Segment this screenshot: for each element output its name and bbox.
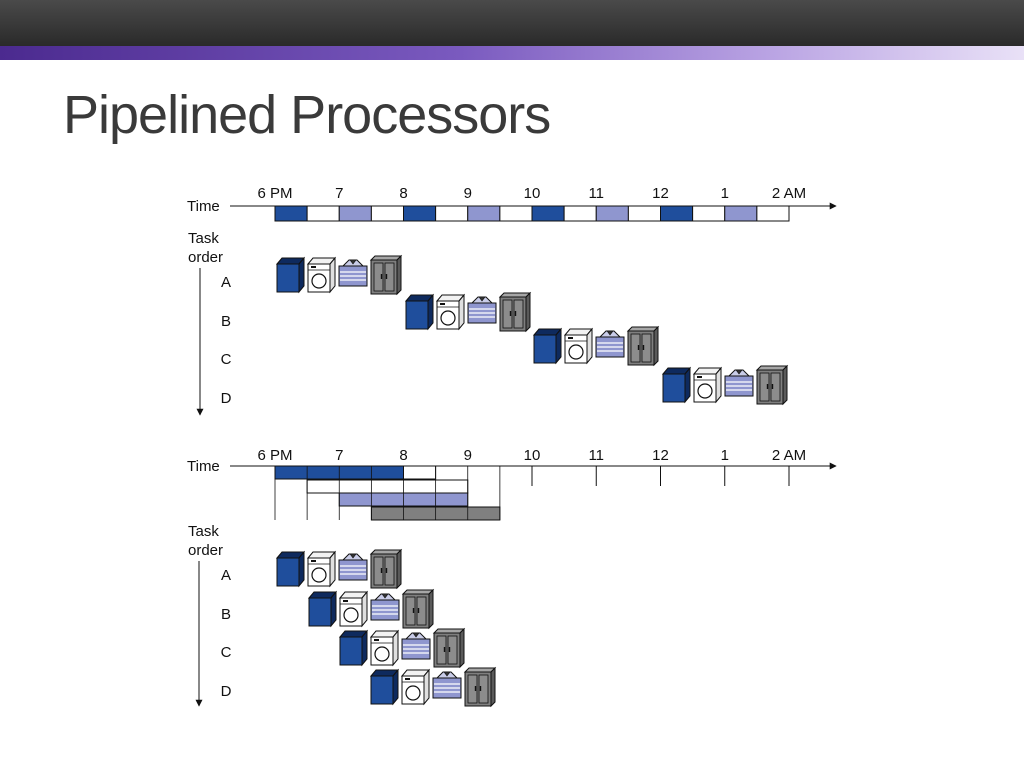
laundry-load <box>340 629 464 667</box>
hour-label: 10 <box>524 185 541 202</box>
timeline-segment-wash <box>274 205 308 222</box>
task-letter: D <box>221 683 232 700</box>
task-letter: B <box>221 313 231 330</box>
seq-task-label-line2: order <box>188 249 223 266</box>
task-letter: A <box>221 567 231 584</box>
task-letter: C <box>221 644 232 661</box>
pipe-bar-outline <box>403 465 437 480</box>
hour-label: 11 <box>588 185 604 202</box>
hour-label: 2 AM <box>772 185 806 202</box>
pipe-task-letters: A B C D <box>221 567 232 700</box>
hour-label: 10 <box>524 447 541 464</box>
task-letter: A <box>221 274 231 291</box>
pipe-load-rows <box>277 550 495 706</box>
timeline-segment-wash <box>403 205 437 222</box>
laundry-load <box>371 668 495 706</box>
hour-label: 1 <box>721 185 729 202</box>
hour-label: 9 <box>464 447 472 464</box>
pipe-time-label: Time <box>187 458 220 475</box>
pipe-task-label-line2: order <box>188 542 223 559</box>
laundry-load <box>277 550 401 588</box>
timeline-segment-empty <box>563 205 597 222</box>
timeline-segment-empty <box>756 205 790 222</box>
laundry-load <box>663 366 787 404</box>
slide-title: Pipelined Processors <box>63 85 551 145</box>
sequential-diagram: Time 6 PM 7 8 9 10 11 12 1 2 AM Task order A B C D <box>187 185 837 416</box>
timeline-segment-wash <box>660 205 694 222</box>
hour-label: 2 AM <box>772 447 806 464</box>
slide-accent-bar <box>0 46 1024 60</box>
slide-header-bar <box>0 0 1024 46</box>
pipe-stage-bars <box>274 465 790 521</box>
timeline-segment-fold <box>595 205 629 222</box>
task-letter: D <box>221 390 232 407</box>
laundry-load <box>406 293 530 331</box>
laundry-load <box>309 590 433 628</box>
seq-load-rows <box>277 256 787 404</box>
timeline-segment-empty <box>306 205 340 222</box>
timeline-segment-empty <box>370 205 404 222</box>
pipe-task-label-line1: Task <box>188 523 219 540</box>
timeline-segment-fold <box>338 205 372 222</box>
seq-timeline-segments <box>274 205 790 222</box>
pipelined-diagram: Time 6 PM 7 8 9 10 11 12 1 2 AM Task order A B C D <box>187 447 837 707</box>
timeline-segment-fold <box>467 205 501 222</box>
seq-task-letters: A B C D <box>221 274 232 407</box>
seq-task-order-label: Task order <box>188 230 223 266</box>
laundry-load <box>534 327 658 365</box>
hour-label: 1 <box>721 447 729 464</box>
hour-label: 6 PM <box>257 447 292 464</box>
hour-label: 8 <box>399 185 407 202</box>
hour-label: 6 PM <box>257 185 292 202</box>
hour-label: 7 <box>335 447 343 464</box>
hour-label: 8 <box>399 447 407 464</box>
timeline-segment-empty <box>435 205 469 222</box>
timeline-segment-fold <box>724 205 758 222</box>
hour-label: 7 <box>335 185 343 202</box>
seq-hour-labels: 6 PM 7 8 9 10 11 12 1 2 AM <box>257 185 806 202</box>
task-letter: C <box>221 351 232 368</box>
pipe-task-order-label: Task order <box>188 523 223 559</box>
hour-label: 12 <box>652 447 669 464</box>
seq-task-label-line1: Task <box>188 230 219 247</box>
hour-label: 9 <box>464 185 472 202</box>
timeline-segment-empty <box>692 205 726 222</box>
pipe-hour-labels: 6 PM 7 8 9 10 11 12 1 2 AM <box>257 447 806 464</box>
timeline-segment-empty <box>499 205 533 222</box>
task-letter: B <box>221 606 231 623</box>
laundry-load <box>277 256 401 294</box>
hour-label: 12 <box>652 185 669 202</box>
timeline-segment-empty <box>627 205 661 222</box>
timeline-segment-wash <box>531 205 565 222</box>
pipe-bar-outline <box>306 479 469 494</box>
hour-label: 11 <box>588 447 604 464</box>
seq-time-label: Time <box>187 198 220 215</box>
